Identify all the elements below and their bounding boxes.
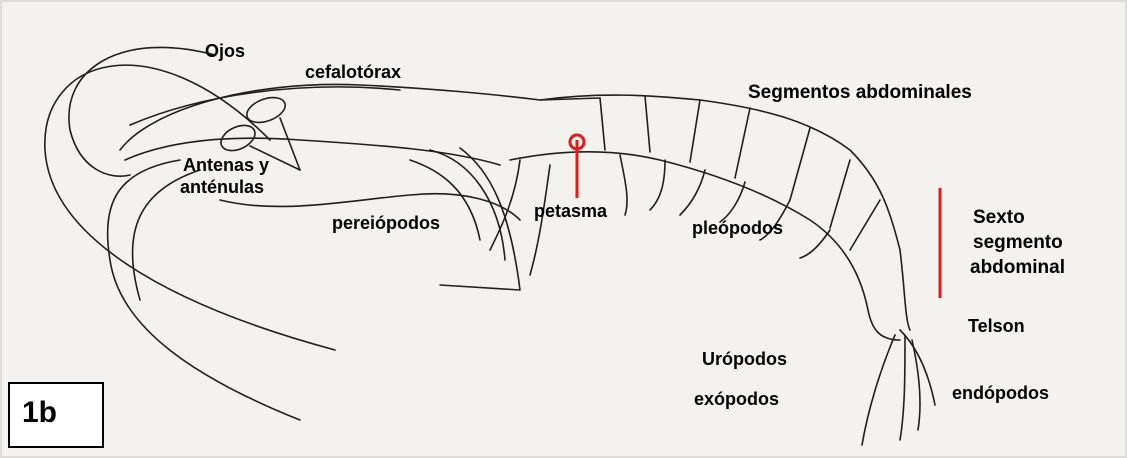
label-ojos: Ojos: [205, 42, 245, 62]
label-sexto-line2: segmento: [973, 233, 1063, 254]
label-uropodos: Urópodos: [702, 350, 787, 370]
figure-id-box: 1b: [8, 382, 104, 448]
label-pleopodos: pleópodos: [692, 219, 783, 239]
label-antenas-line2: anténulas: [180, 178, 264, 198]
label-segmentos-abdominales: Segmentos abdominales: [748, 83, 972, 104]
label-sexto-line3: abdominal: [970, 258, 1065, 279]
label-antenas-line1: Antenas y: [183, 156, 269, 176]
label-petasma: petasma: [534, 202, 607, 222]
label-pereiopodos: pereiópodos: [332, 214, 440, 234]
label-cefalotorax: cefalotórax: [305, 63, 401, 83]
label-sexto-line1: Sexto: [973, 208, 1025, 229]
label-endopodos: endópodos: [952, 384, 1049, 404]
label-exopodos: exópodos: [694, 390, 779, 410]
label-telson: Telson: [968, 317, 1025, 337]
figure-id-label: 1b: [22, 396, 57, 430]
